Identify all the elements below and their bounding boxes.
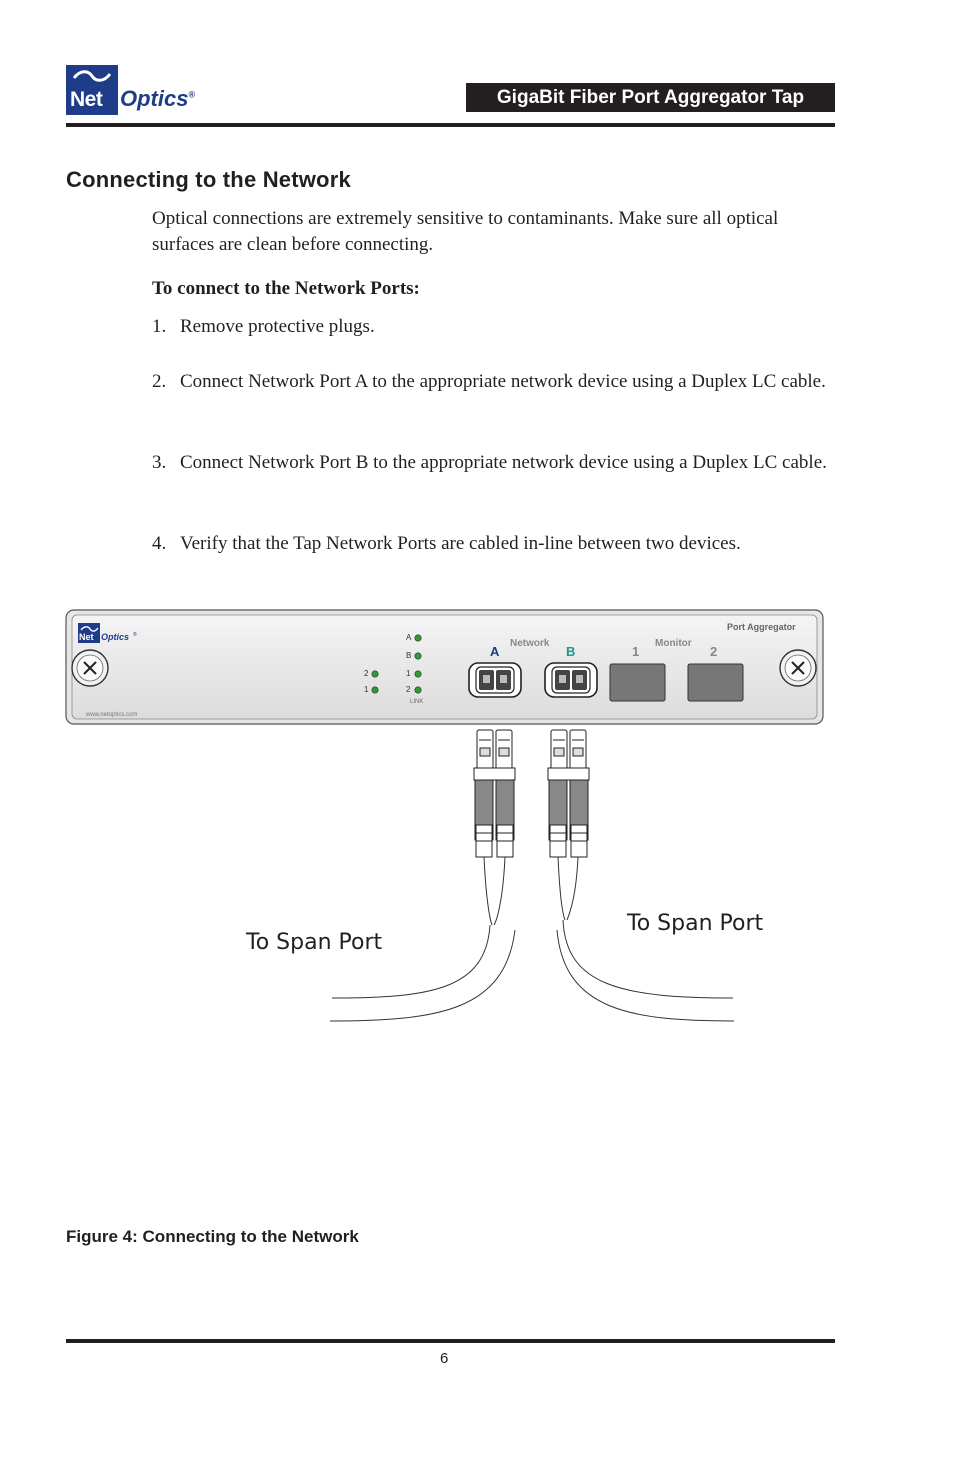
intro-paragraph: Optical connections are extremely sensit…	[152, 208, 779, 255]
device-logo: Net Optics ®	[78, 623, 137, 643]
document-title: GigaBit Fiber Port Aggregator Tap	[466, 83, 835, 112]
monitor-port-2	[687, 663, 744, 702]
duplex-lc-connector-right	[547, 729, 590, 858]
span-port-label-left: To Span Port	[246, 930, 383, 955]
monitor-port-1	[609, 663, 666, 702]
led-indicators: A B 1 2 2 1 LINK	[364, 633, 423, 705]
network-label: Network	[510, 638, 550, 649]
fiber-cables	[329, 856, 735, 1022]
left-screw-icon	[71, 649, 109, 687]
port-2-label: 2	[710, 644, 717, 659]
port-b-label: B	[566, 644, 575, 659]
website-label: www.netoptics.com	[85, 712, 137, 718]
step-number: 2.	[152, 371, 167, 392]
svg-text:®: ®	[133, 631, 137, 638]
step-item: 2. Connect Network Port A to the appropr…	[152, 369, 842, 395]
step-item: 3. Connect Network Port B to the appropr…	[152, 450, 842, 476]
figure-caption-label: Figure 4:	[66, 1227, 138, 1246]
step-item: 4. Verify that the Tap Network Ports are…	[152, 531, 842, 557]
section-heading: Connecting to the Network	[66, 167, 351, 192]
network-connection-figure: Net Optics ® www.netoptics.com A B 1 2 2…	[65, 609, 824, 1022]
step-number: 1.	[152, 316, 167, 337]
right-screw-icon	[779, 649, 817, 687]
step-item: 1. Remove protective plugs.	[152, 314, 842, 340]
logo-mark	[66, 65, 118, 115]
figure-caption: Figure 4: Connecting to the Network	[66, 1227, 359, 1247]
product-label: Port Aggregator	[727, 622, 796, 632]
logo-net-text: Net	[70, 88, 103, 111]
port-1-label: 1	[632, 644, 639, 659]
svg-text:B: B	[406, 651, 411, 660]
svg-text:LINK: LINK	[410, 699, 423, 705]
duplex-lc-connector-left	[473, 729, 516, 858]
svg-text:Optics: Optics	[101, 632, 129, 642]
network-port-b	[544, 662, 598, 698]
port-a-label: A	[490, 644, 500, 659]
figure-caption-text: Connecting to the Network	[142, 1227, 359, 1246]
monitor-label: Monitor	[655, 638, 692, 649]
step-text: Remove protective plugs.	[180, 316, 375, 337]
wave-icon	[72, 70, 112, 82]
svg-text:1: 1	[364, 685, 369, 694]
step-text: Verify that the Tap Network Ports are ca…	[180, 533, 741, 554]
step-number: 4.	[152, 533, 167, 554]
step-text: Connect Network Port B to the appropriat…	[180, 452, 827, 473]
procedure-subheading: To connect to the Network Ports:	[152, 278, 420, 299]
svg-text:Net: Net	[79, 632, 94, 642]
page-number: 6	[440, 1350, 449, 1367]
svg-text:A: A	[406, 633, 412, 642]
span-port-label-right: To Span Port	[627, 911, 764, 936]
step-number: 3.	[152, 452, 167, 473]
step-text: Connect Network Port A to the appropriat…	[180, 371, 826, 392]
svg-text:2: 2	[364, 669, 369, 678]
logo-optics-text: Optics®	[120, 86, 196, 111]
network-port-a	[468, 662, 522, 698]
svg-text:2: 2	[406, 685, 411, 694]
footer-rule	[66, 1339, 835, 1343]
svg-text:1: 1	[406, 669, 411, 678]
header-rule	[66, 123, 835, 127]
